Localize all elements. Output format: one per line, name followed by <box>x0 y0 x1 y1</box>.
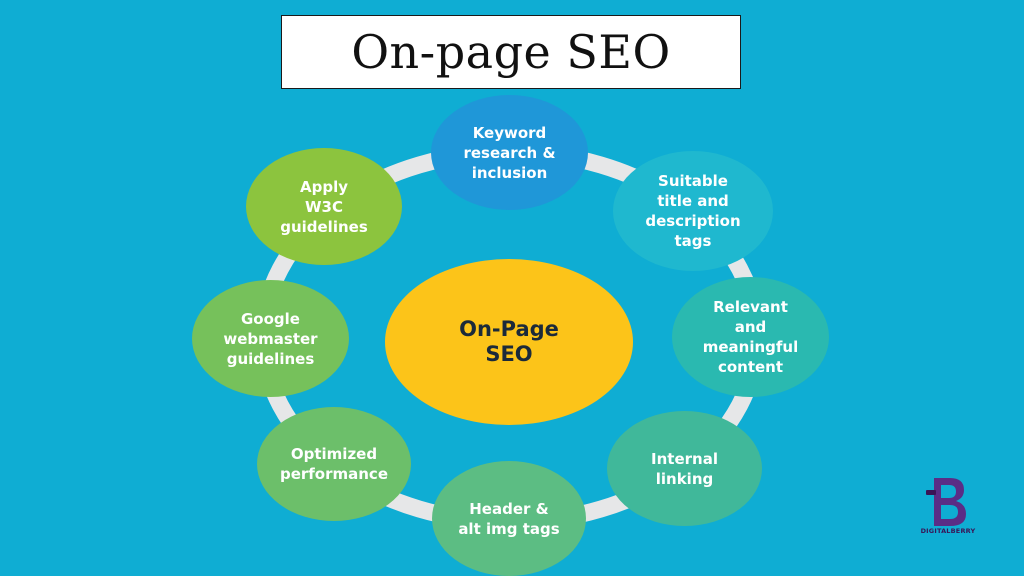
node-label: Optimized performance <box>279 445 389 483</box>
digitalberry-logo-icon <box>926 478 966 526</box>
node-label: Header & alt img tags <box>458 499 560 538</box>
title-box: On-page SEO <box>281 15 741 89</box>
node-label: Keyword research & inclusion <box>463 123 556 182</box>
center-node-on-page-seo: On-Page SEO <box>385 259 633 425</box>
node-label: Relevant and meaningful content <box>702 298 799 376</box>
page-title: On-page SEO <box>351 25 671 79</box>
node-w3c-guidelines: Apply W3C guidelines <box>246 148 402 265</box>
node-keyword-research: Keyword research & inclusion <box>431 95 588 210</box>
center-node-label: On-Page SEO <box>459 317 559 366</box>
node-optimized-performance: Optimized performance <box>257 407 411 521</box>
node-header-alt-tags: Header & alt img tags <box>432 461 586 576</box>
node-label: Internal linking <box>651 449 718 488</box>
node-label: Suitable title and description tags <box>645 172 741 250</box>
logo-brand-text: DIGITALBERRY <box>920 527 976 535</box>
node-relevant-content: Relevant and meaningful content <box>672 277 829 397</box>
node-internal-linking: Internal linking <box>607 411 762 526</box>
node-label: Google webmaster guidelines <box>223 309 318 368</box>
node-title-description-tags: Suitable title and description tags <box>613 151 773 271</box>
node-google-guidelines: Google webmaster guidelines <box>192 280 349 397</box>
node-label: Apply W3C guidelines <box>280 177 368 236</box>
